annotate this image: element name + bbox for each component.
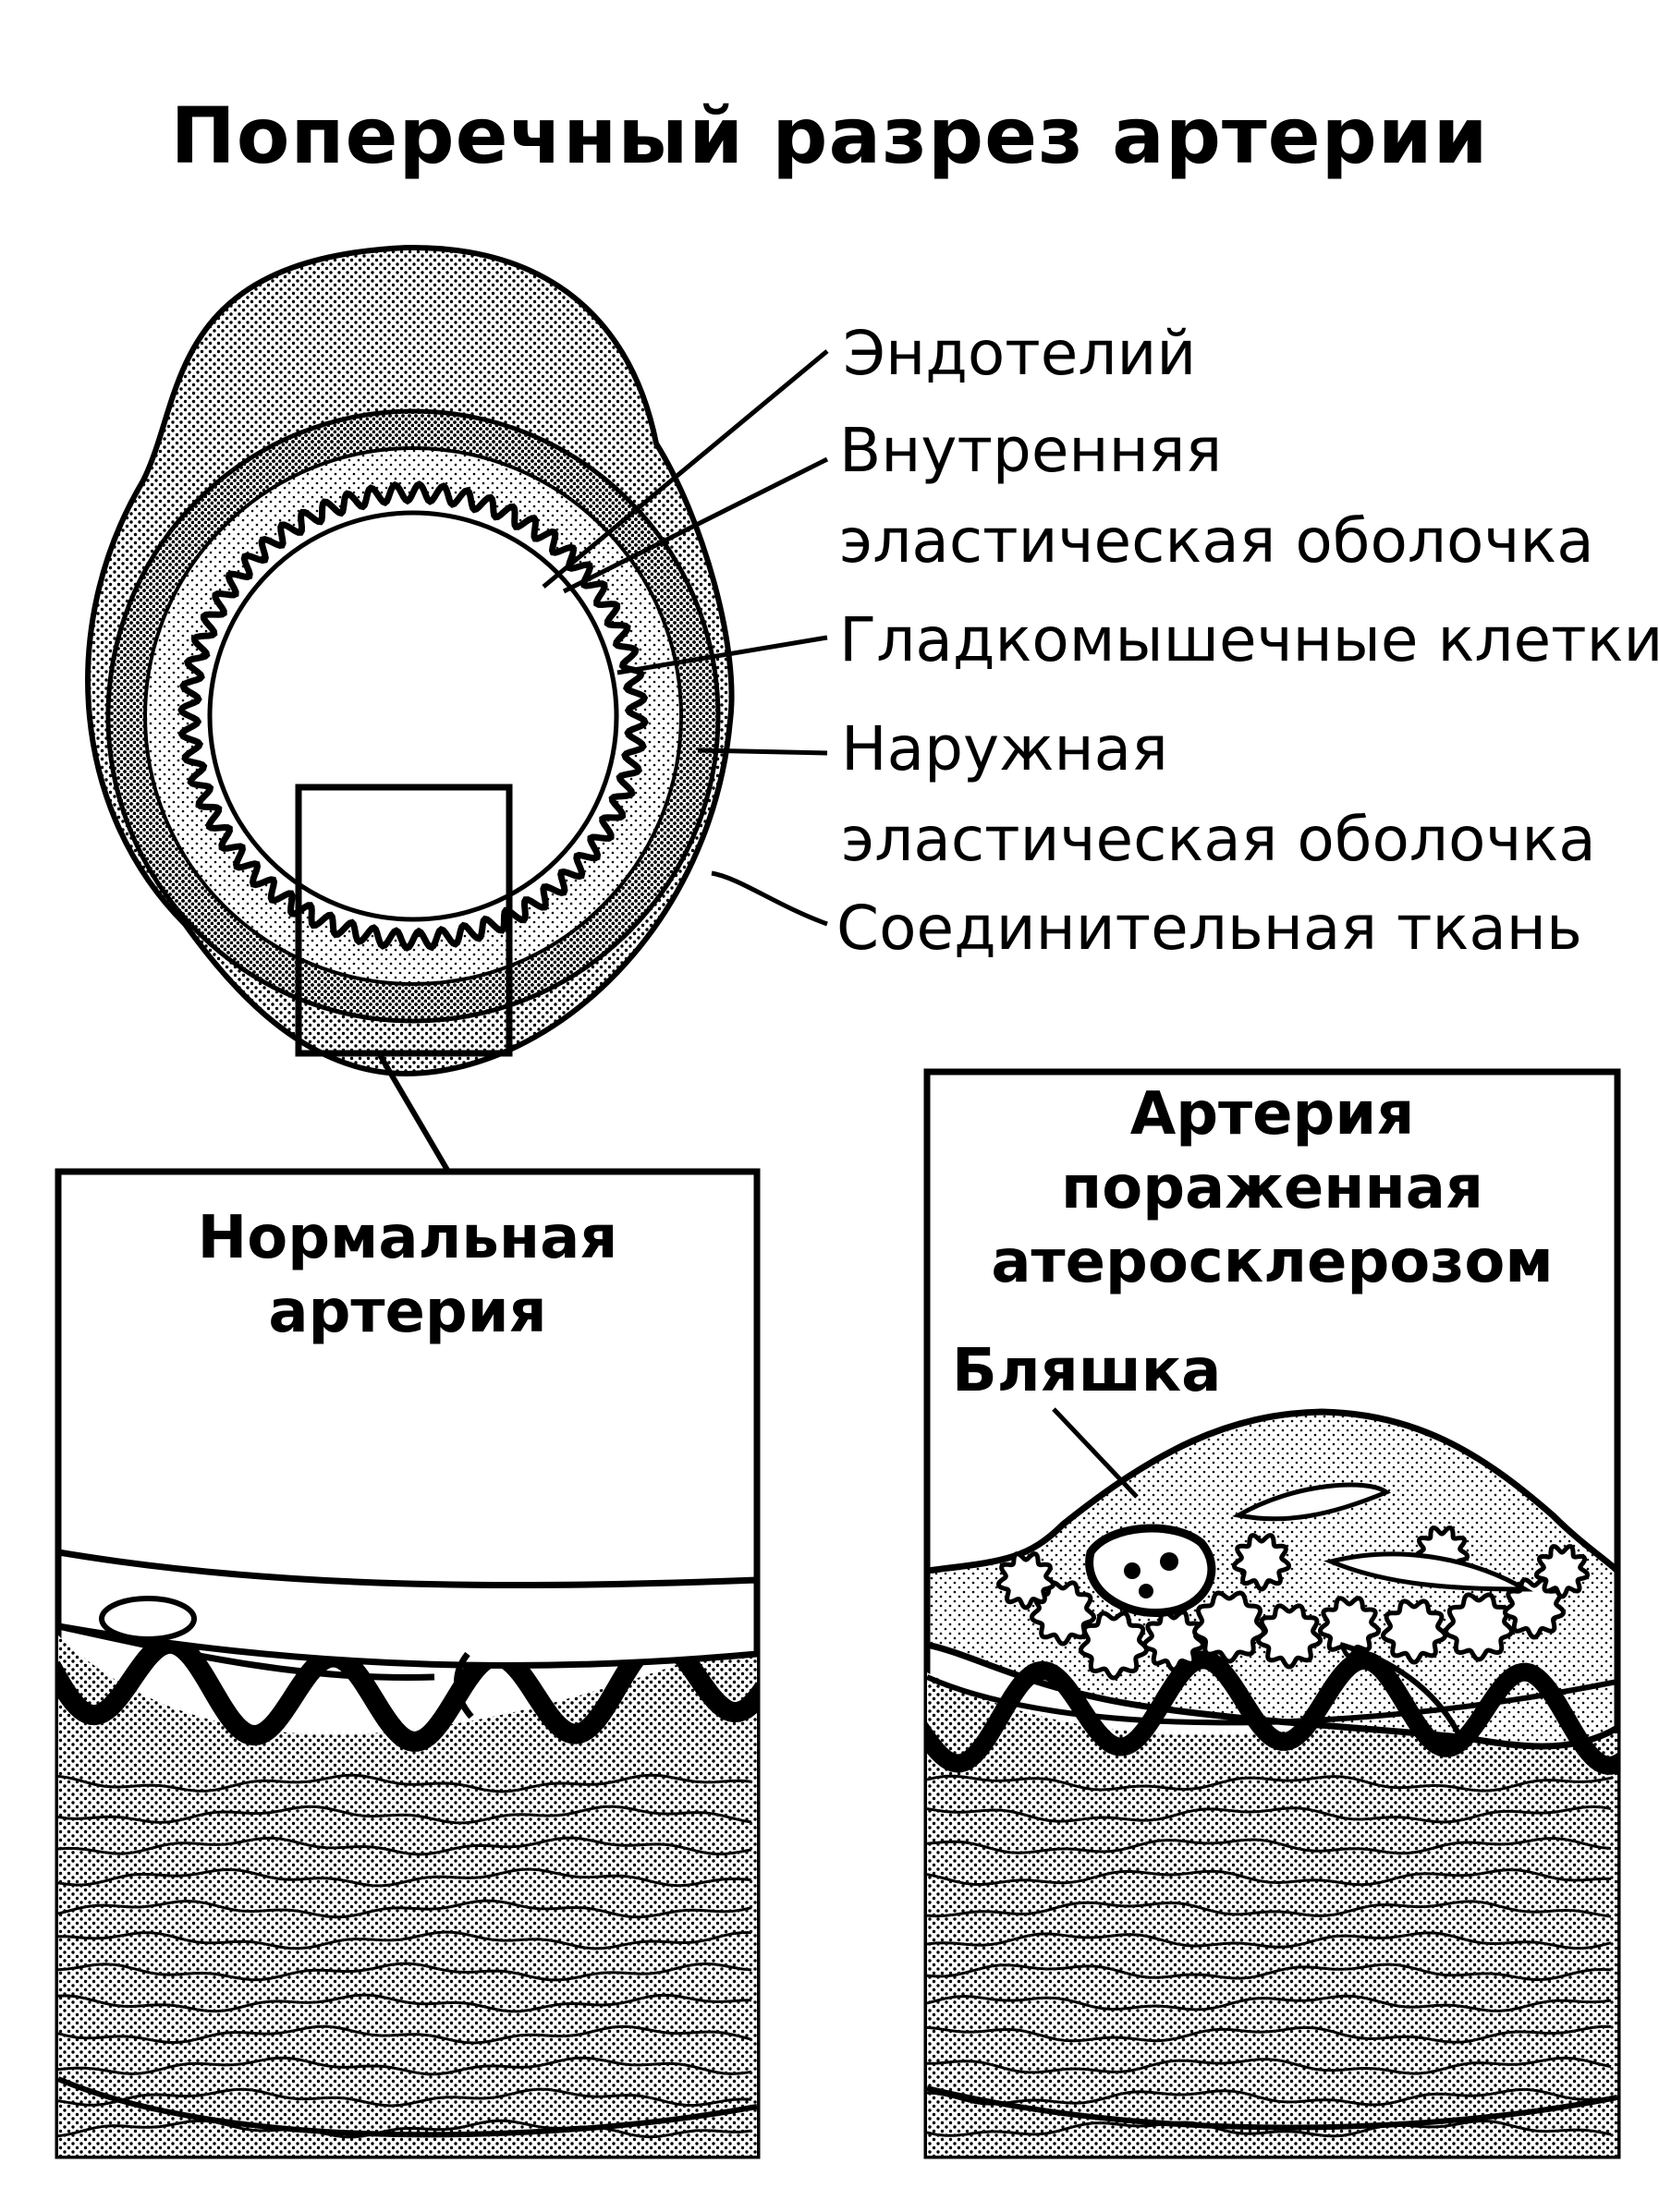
normal-title-line2: артерия bbox=[268, 1278, 547, 1346]
diseased-title-line2: пораженная bbox=[1061, 1154, 1483, 1222]
label-smooth-muscle: Гладкомышечные клетки bbox=[839, 604, 1659, 675]
foam-cell bbox=[1318, 1596, 1381, 1659]
diseased-title-line1: Артерия bbox=[1129, 1080, 1415, 1149]
foam-cell bbox=[1381, 1598, 1447, 1665]
foam-cell bbox=[1142, 1610, 1205, 1672]
label-outer-elastic-line2: эластическая оболочка bbox=[841, 804, 1596, 875]
leader-lines bbox=[542, 349, 829, 927]
normal-panel-title: Нормальная артерия bbox=[58, 1201, 757, 1349]
foam-cell bbox=[1256, 1603, 1323, 1670]
label-outer-elastic-line1: Наружная bbox=[841, 713, 1168, 784]
foam-cell bbox=[996, 1551, 1055, 1610]
foam-cells bbox=[996, 1525, 1591, 1681]
foam-cell bbox=[1192, 1590, 1266, 1664]
artery-cross-section bbox=[85, 244, 735, 1173]
necrotic-core bbox=[1085, 1524, 1216, 1618]
foam-cell bbox=[1232, 1533, 1291, 1592]
page-title: Поперечный разрез артерии bbox=[170, 91, 1489, 181]
diseased-title-line3: атеросклерозом bbox=[991, 1228, 1554, 1296]
foam-cell bbox=[1533, 1544, 1591, 1599]
zoom-box bbox=[295, 784, 513, 1057]
diseased-elastic-membrane bbox=[927, 1650, 1617, 1775]
foam-cell bbox=[1079, 1610, 1149, 1681]
diseased-panel-title: Артерия пораженная атеросклерозом bbox=[927, 1077, 1617, 1299]
normal-artery-panel bbox=[55, 1168, 761, 2159]
zoom-connector bbox=[376, 1051, 451, 1173]
foam-cell bbox=[1030, 1580, 1096, 1647]
normal-title-line1: Нормальная bbox=[197, 1204, 618, 1272]
label-connective-tissue: Соединительная ткань bbox=[836, 893, 1582, 964]
lumen bbox=[207, 510, 619, 922]
diseased-artery-panel bbox=[923, 1068, 1621, 2159]
label-inner-elastic-line2: эластическая оболочка bbox=[839, 505, 1594, 577]
plaque-label: Бляшка bbox=[952, 1337, 1222, 1405]
label-endothelium: Эндотелий bbox=[843, 318, 1197, 389]
foam-cell bbox=[1444, 1592, 1514, 1662]
label-inner-elastic-line1: Внутренняя bbox=[839, 415, 1223, 486]
